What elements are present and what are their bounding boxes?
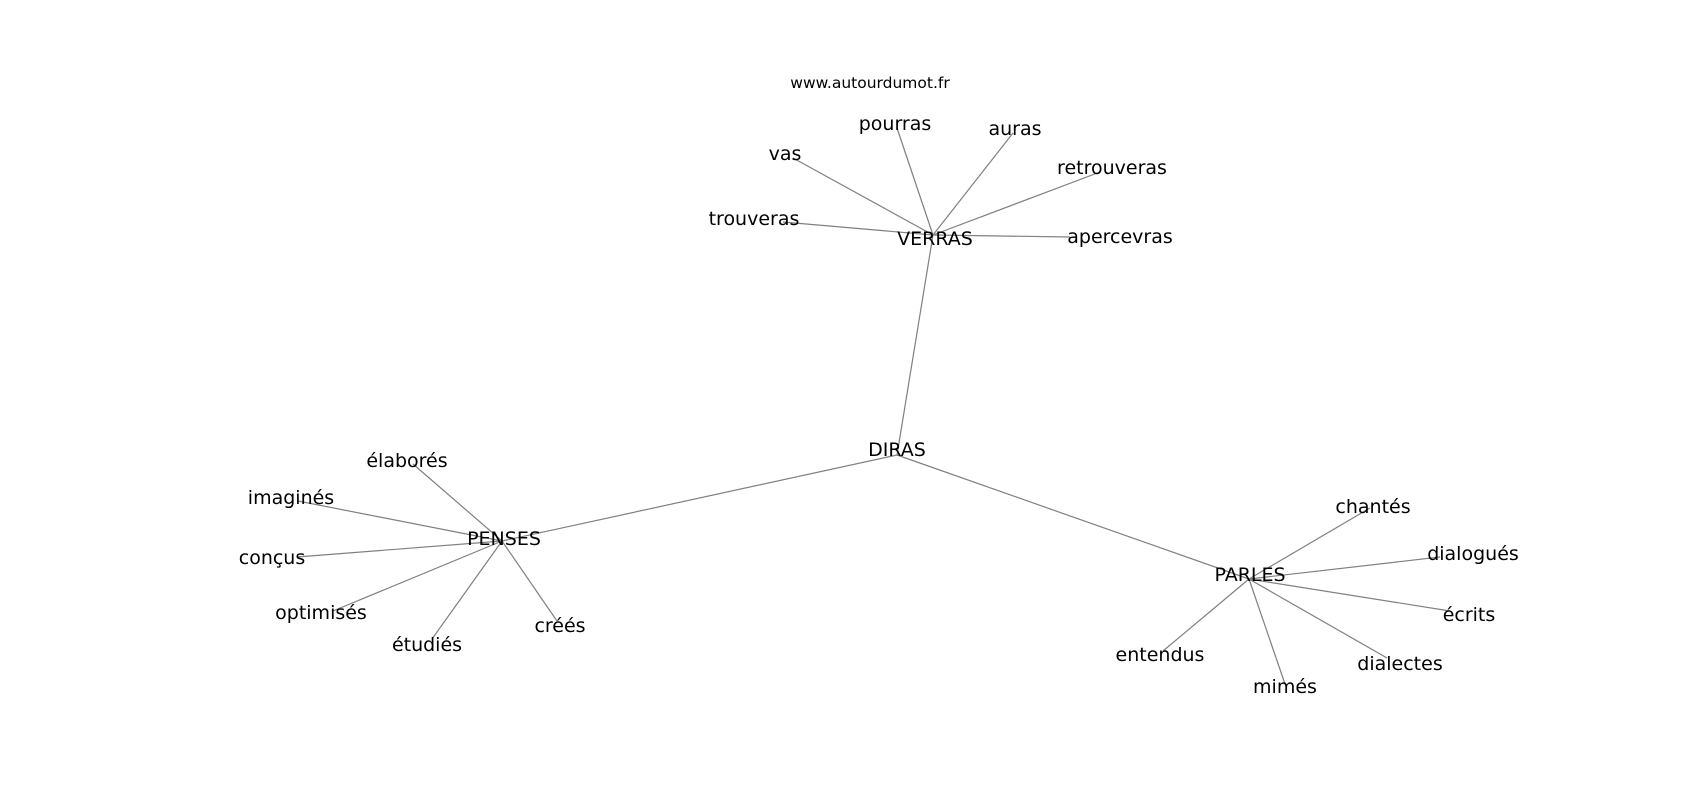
edge-penses-leaf: [412, 463, 503, 542]
node-leaf: mimés: [1253, 676, 1317, 698]
node-leaf: étudiés: [392, 634, 462, 656]
node-leaf: apercevras: [1067, 226, 1173, 248]
node-branch-verras: VERRAS: [897, 228, 973, 250]
node-leaf: imaginés: [248, 487, 334, 509]
node-leaf: optimisés: [275, 602, 367, 624]
node-leaf: dialogués: [1427, 543, 1519, 565]
edge-penses-leaf: [297, 500, 503, 542]
edge-parles-leaf: [1248, 507, 1371, 580]
node-leaf: conçus: [239, 547, 306, 569]
edge-penses-leaf: [332, 540, 503, 612]
node-leaf: créés: [534, 615, 585, 637]
watermark: www.autourdumot.fr: [790, 74, 950, 92]
node-leaf: entendus: [1116, 644, 1205, 666]
edge-penses-leaf: [431, 540, 503, 640]
edge-verras-leaf: [932, 171, 1101, 236]
node-leaf: écrits: [1443, 604, 1496, 626]
node-branch-parles: PARLES: [1214, 564, 1285, 586]
node-leaf: retrouveras: [1057, 157, 1167, 179]
node-leaf: chantés: [1335, 496, 1410, 518]
edge-parles-leaf: [1248, 578, 1388, 659]
node-leaf: trouveras: [709, 208, 800, 230]
edge-verras-leaf: [782, 221, 934, 236]
node-branch-penses: PENSES: [467, 528, 541, 550]
graph-edges: [296, 127, 1451, 685]
edge-parles-leaf: [1248, 578, 1286, 685]
edge-verras-leaf: [896, 127, 934, 236]
edge-penses-leaf: [296, 540, 503, 558]
graph-labels: DIRAS VERRAS vas pourras auras retrouveras tro…: [239, 113, 1519, 698]
node-leaf: vas: [769, 143, 802, 165]
edge-penses-leaf: [501, 540, 558, 622]
node-leaf: dialectes: [1357, 653, 1442, 675]
edge-parles-leaf: [1162, 578, 1250, 652]
node-leaf: auras: [988, 118, 1041, 140]
edge-root-parles: [896, 454, 1250, 580]
node-leaf: pourras: [859, 113, 932, 135]
edge-parles-leaf: [1248, 578, 1451, 612]
edge-verras-leaf: [932, 234, 1071, 238]
edge-parles-leaf: [1248, 556, 1441, 580]
node-leaf: élaborés: [366, 450, 447, 472]
edge-verras-leaf: [932, 132, 1014, 236]
edge-root-verras: [896, 234, 934, 456]
edge-verras-leaf: [792, 157, 934, 236]
edge-root-penses: [501, 454, 898, 542]
node-root: DIRAS: [868, 439, 926, 461]
